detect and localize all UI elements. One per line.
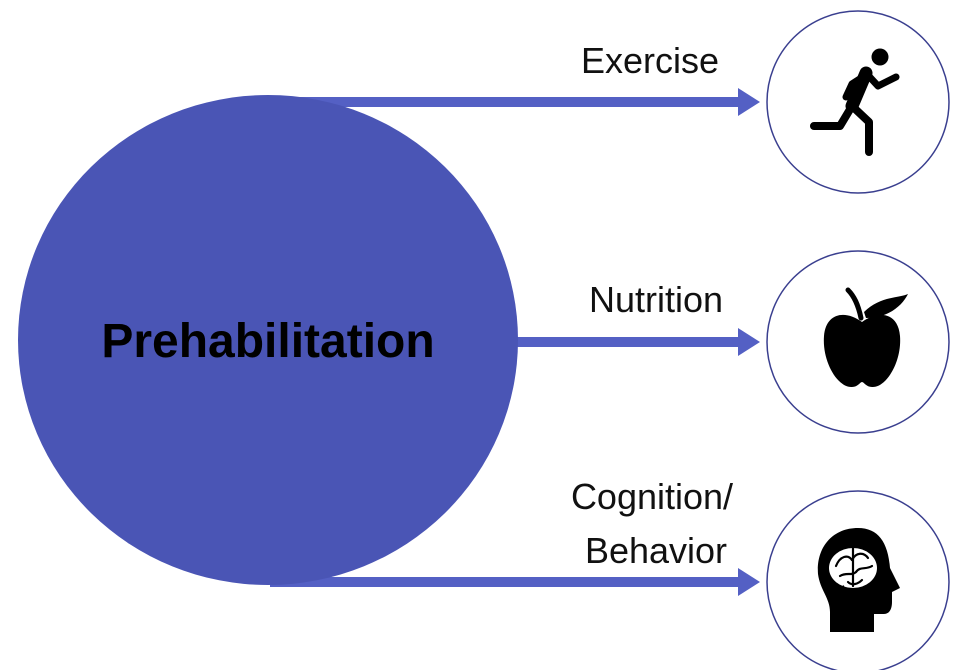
cognition-icon-badge [766,490,950,670]
label-behavior: Behavior [585,530,727,571]
nutrition-icon-badge [766,250,950,434]
arrow-nutrition [500,328,760,356]
running-person-icon [810,48,900,156]
prehabilitation-label: Prehabilitation [101,315,434,368]
label-cognition: Cognition/ [571,476,733,517]
prehabilitation-circle [18,95,518,585]
label-nutrition: Nutrition [589,279,723,320]
brain-head-icon [817,528,900,632]
apple-icon [823,287,908,388]
exercise-icon-badge [766,10,950,194]
label-exercise: Exercise [581,40,719,81]
arrow-cognition-behavior [270,568,760,596]
arrow-exercise [270,88,760,116]
